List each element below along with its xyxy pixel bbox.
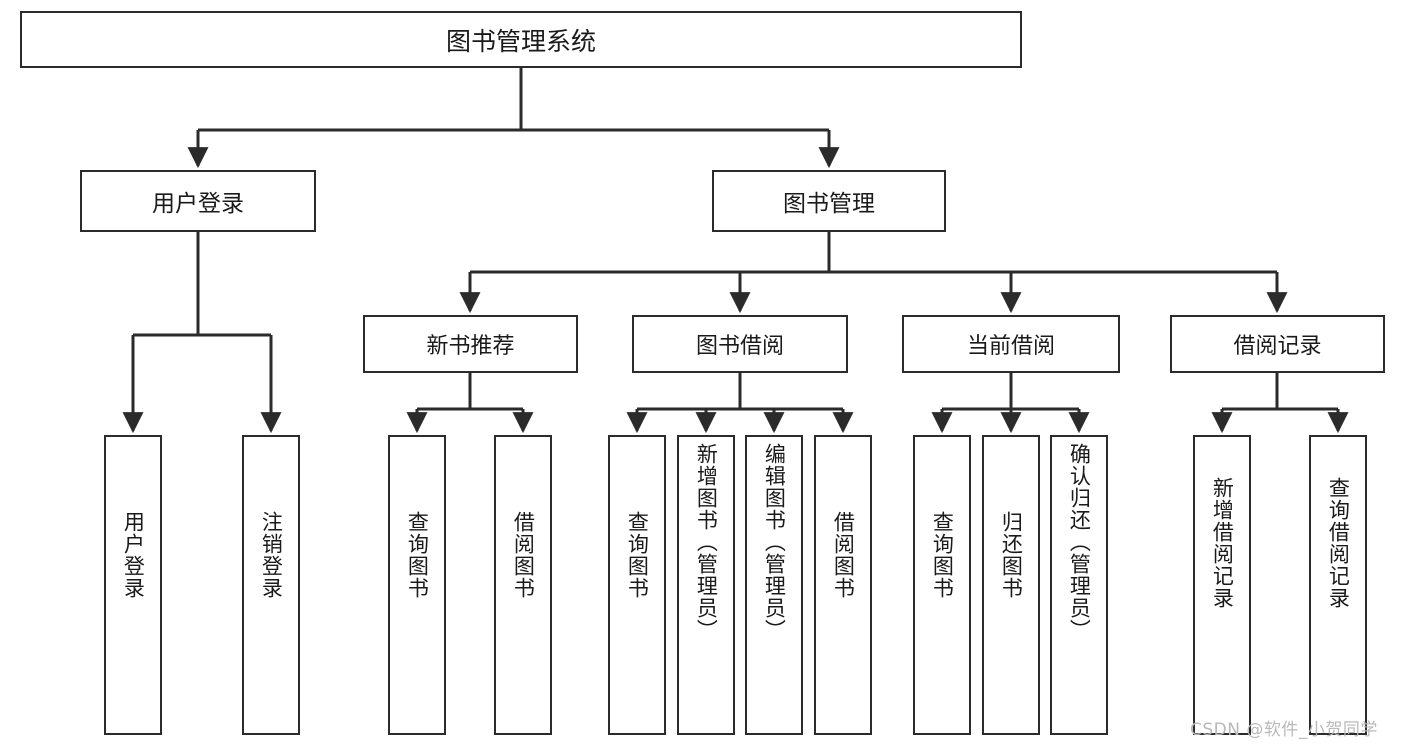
leaf-label: 确认归还（管理员） bbox=[1067, 443, 1092, 641]
leaf-add-borrow-record[interactable]: 新增借阅记录 bbox=[1193, 435, 1251, 735]
leaf-user-login[interactable]: 用户登录 bbox=[104, 435, 162, 735]
leaf-borrow-book-1[interactable]: 借阅图书 bbox=[494, 435, 552, 735]
node-new-book-recommend[interactable]: 新书推荐 bbox=[363, 315, 578, 373]
node-label: 用户登录 bbox=[152, 191, 244, 217]
node-label: 图书借阅 bbox=[695, 334, 784, 359]
leaf-label: 查询图书 bbox=[405, 511, 430, 599]
node-book-management[interactable]: 图书管理 bbox=[712, 170, 946, 232]
leaf-logout-login[interactable]: 注销登录 bbox=[242, 435, 300, 735]
node-label: 图书管理系统 bbox=[445, 26, 596, 56]
leaf-query-borrow-record[interactable]: 查询借阅记录 bbox=[1309, 435, 1367, 735]
leaf-query-book-2[interactable]: 查询图书 bbox=[608, 435, 666, 735]
leaf-label: 借阅图书 bbox=[831, 511, 856, 599]
leaf-label: 新增借阅记录 bbox=[1210, 477, 1235, 609]
node-label: 当前借阅 bbox=[966, 334, 1055, 359]
leaf-label: 用户登录 bbox=[121, 511, 146, 599]
leaf-return-book[interactable]: 归还图书 bbox=[982, 435, 1040, 735]
node-label: 借阅记录 bbox=[1233, 334, 1322, 359]
leaf-confirm-return[interactable]: 确认归还（管理员） bbox=[1050, 435, 1108, 735]
node-book-borrow[interactable]: 图书借阅 bbox=[632, 315, 848, 373]
node-user-login[interactable]: 用户登录 bbox=[80, 170, 316, 232]
leaf-query-book-3[interactable]: 查询图书 bbox=[913, 435, 971, 735]
leaf-label: 注销登录 bbox=[259, 511, 284, 599]
node-current-borrow[interactable]: 当前借阅 bbox=[902, 315, 1120, 373]
leaf-label: 编辑图书（管理员） bbox=[762, 443, 787, 641]
node-label: 新书推荐 bbox=[426, 334, 515, 359]
watermark: CSDN @软件_小贺同学 bbox=[1190, 720, 1378, 740]
leaf-label: 新增图书（管理员） bbox=[694, 443, 719, 641]
leaf-borrow-book-2[interactable]: 借阅图书 bbox=[814, 435, 872, 735]
leaf-label: 查询借阅记录 bbox=[1326, 477, 1351, 609]
leaf-add-book[interactable]: 新增图书（管理员） bbox=[677, 435, 735, 735]
leaf-label: 归还图书 bbox=[999, 511, 1024, 599]
leaf-label: 借阅图书 bbox=[511, 511, 536, 599]
leaf-label: 查询图书 bbox=[930, 511, 955, 599]
node-label: 图书管理 bbox=[783, 191, 875, 217]
node-book-management-system[interactable]: 图书管理系统 bbox=[20, 11, 1022, 68]
leaf-label: 查询图书 bbox=[625, 511, 650, 599]
leaf-edit-book[interactable]: 编辑图书（管理员） bbox=[745, 435, 803, 735]
leaf-query-book-1[interactable]: 查询图书 bbox=[388, 435, 446, 735]
node-borrow-record[interactable]: 借阅记录 bbox=[1170, 315, 1385, 373]
